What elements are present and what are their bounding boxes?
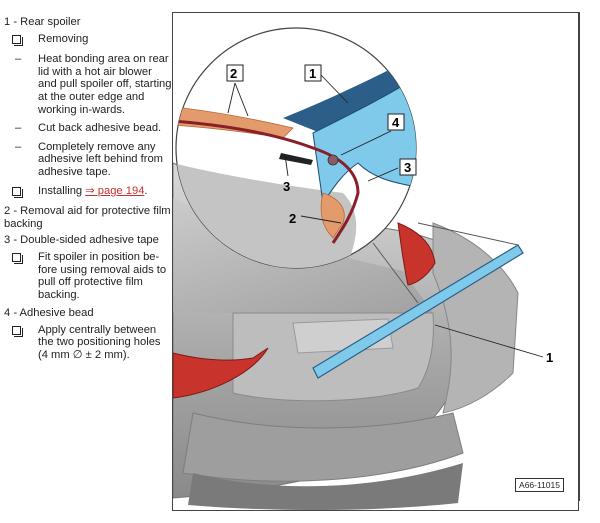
technical-illustration: 2 1 4 3 3 2 1 A66-11015 [172, 12, 579, 511]
section-heading-rear-spoiler: 1 - Rear spoiler [4, 16, 81, 28]
checkbox-icon [12, 34, 23, 46]
callout-labels: 2 1 4 3 3 2 1 [226, 64, 553, 365]
callout-4: 4 [392, 115, 400, 130]
page-194-link[interactable]: ⇒ page 194 [85, 184, 145, 197]
dash-icon: – [15, 122, 22, 135]
leader-lines [227, 74, 544, 358]
section-heading-adhesive-tape: 3 - Double-sided adhesive tape [4, 234, 159, 247]
section-heading-adhesive-bead: 4 - Adhesive bead [4, 307, 94, 320]
dash-icon: – [15, 53, 22, 66]
step-fit: Fit spoiler in position be-fore using re… [4, 251, 172, 301]
section-heading-removal-aid: 2 - Removal aid for protective film back… [4, 205, 171, 230]
checkbox-icon [12, 186, 23, 198]
step-apply: Apply centrally between the two position… [4, 324, 172, 362]
dash-icon: – [15, 140, 22, 153]
step-cut: – Cut back adhesive bead. [4, 122, 172, 135]
callout-2-top: 2 [230, 66, 237, 81]
callout-3-right: 3 [404, 160, 411, 175]
callout-3-left: 3 [283, 179, 290, 194]
callout-1-top: 1 [309, 66, 316, 81]
taillights [173, 222, 436, 399]
car-rear-illustration: 2 1 4 3 3 2 1 [173, 27, 553, 510]
figure-frame-edge [579, 12, 581, 501]
checkbox-icon [12, 252, 23, 264]
rear-spoiler-strip [312, 244, 524, 379]
instruction-column: 1 - Rear spoiler Removing – Heat bonding… [4, 16, 172, 368]
step-installing: Installing ⇒ page 194. [4, 185, 172, 200]
callout-2-lower: 2 [289, 211, 296, 226]
checkbox-icon [12, 325, 23, 337]
figure-code: A66-11015 [515, 478, 564, 492]
step-heat: – Heat bonding area on rear lid with a h… [4, 53, 172, 116]
step-remove-adhesive: – Completely remove any adhesive left be… [4, 141, 172, 179]
callout-1-car: 1 [546, 350, 553, 365]
step-removing: Removing [4, 33, 172, 48]
